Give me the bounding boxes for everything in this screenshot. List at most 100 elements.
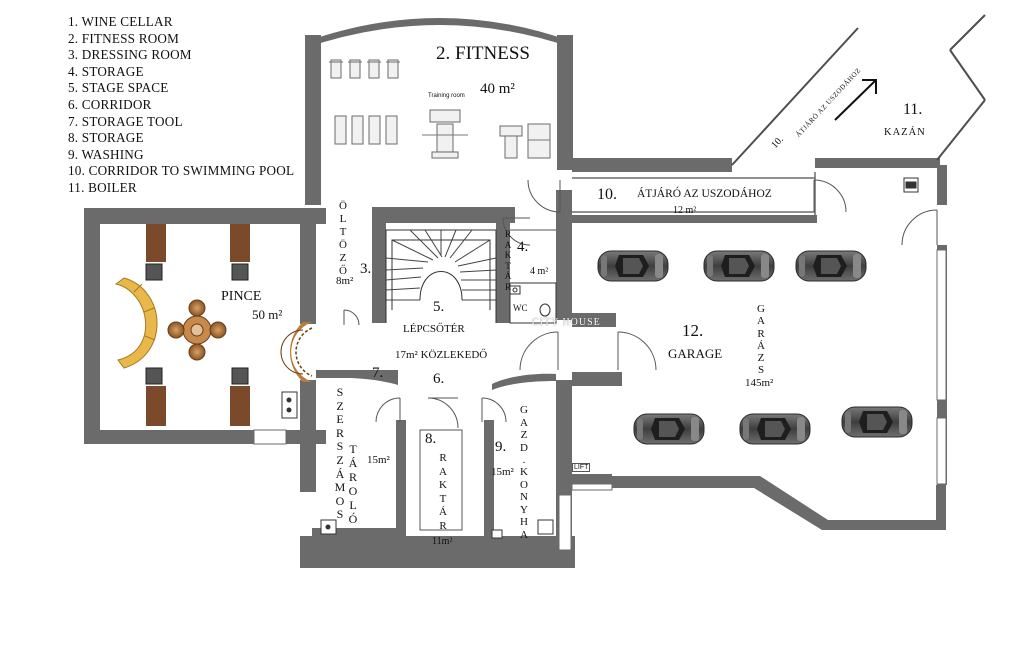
training-room-label: Training room — [428, 93, 465, 99]
label-letter: T — [505, 260, 511, 271]
label-letter: Z — [339, 252, 347, 264]
label-letter: Ö — [339, 200, 347, 212]
raktar-8-frame — [419, 429, 463, 531]
legend-item: 4. STORAGE — [68, 63, 144, 79]
parked-cars — [597, 250, 913, 445]
fitness-area: 40 m² — [480, 81, 515, 97]
appliances — [320, 177, 919, 539]
legend-item: 10. CORRIDOR TO SWIMMING POOL — [68, 163, 295, 179]
label-letter: O — [520, 478, 528, 491]
label-letter: K — [520, 466, 528, 478]
label-letter: K — [504, 250, 512, 260]
label-letter: M — [334, 480, 346, 495]
lepcso-name: LÉPCSŐTÉR — [403, 323, 465, 335]
label-letter: S — [336, 507, 344, 522]
watermark: CITY HOUSE — [532, 317, 601, 328]
label-letter: K — [439, 479, 447, 491]
legend-item: 8. STORAGE — [68, 130, 144, 146]
label-letter: Á — [335, 466, 345, 481]
fitness-equipment — [329, 59, 551, 159]
label-letter: A — [439, 465, 447, 478]
label-letter: E — [336, 412, 344, 427]
car-icon — [597, 250, 669, 282]
legend-item: 5. STAGE SPACE — [68, 80, 169, 96]
car-icon — [739, 413, 811, 445]
label-letter: N — [520, 491, 528, 504]
legend-item: 11. BOILER — [68, 179, 137, 195]
legend-item: 1. WINE CELLAR — [68, 14, 173, 29]
label-letter: Ő — [339, 265, 347, 277]
oltozo-area: 8m² — [336, 275, 354, 287]
label-letter: R — [504, 281, 511, 292]
cellar-arch-door — [280, 322, 313, 382]
walls — [84, 18, 947, 568]
corridor-10-area: 12 m² — [673, 205, 697, 216]
oltozo-number: 3. — [360, 261, 372, 277]
car-icon — [633, 413, 705, 445]
washing-number: 9. — [495, 439, 507, 455]
label-letter: Á — [439, 506, 447, 518]
boiler-number: 11. — [903, 101, 923, 118]
doors — [343, 179, 938, 429]
legend-item: 7. STORAGE TOOL — [68, 113, 183, 129]
garage-area: 145m² — [745, 377, 774, 389]
wine-racks — [146, 224, 250, 426]
label-letter: Y — [520, 503, 528, 516]
label-letter: Z — [520, 429, 528, 441]
barrel-stands — [145, 263, 249, 385]
storage-tool-area: 15m² — [367, 454, 390, 466]
label-letter: Z — [757, 352, 765, 365]
car-icon — [795, 250, 867, 282]
raktar-8-number: 8. — [425, 431, 437, 447]
label-letter: Á — [757, 339, 765, 352]
windows — [253, 249, 947, 551]
direction-arrow — [834, 79, 877, 121]
label-letter: T — [349, 442, 357, 456]
wc-label: WC — [513, 303, 528, 313]
label-letter: A — [504, 239, 512, 250]
corridor-10-name: ÁTJÁRÓ AZ USZODÁHOZ — [637, 188, 772, 200]
label-letter: Ó — [348, 512, 358, 526]
staircase — [385, 229, 497, 323]
label-letter: S — [336, 439, 344, 454]
label-letter: Á — [348, 456, 358, 470]
storage-tool-number: 7. — [372, 365, 384, 381]
car-icon — [703, 250, 775, 282]
label-letter: S — [757, 364, 765, 377]
garage-name: GARAGE — [668, 346, 723, 361]
pince-name: PINCE — [221, 289, 262, 304]
label-letter: Z — [336, 398, 344, 413]
label-letter: A — [757, 315, 765, 328]
raktar-8-area: 11m² — [432, 536, 453, 547]
label-letter: G — [520, 404, 528, 416]
curved-sofa — [114, 277, 158, 369]
label-letter: R — [439, 519, 447, 532]
legend-item: 6. CORRIDOR — [68, 96, 152, 112]
label-letter: S — [336, 385, 344, 399]
label-letter: . — [522, 454, 526, 466]
legend-item: 2. FITNESS ROOM — [68, 30, 180, 46]
table-and-chairs — [167, 299, 227, 361]
lepcso-number: 5. — [433, 299, 445, 315]
label-letter: Ö — [339, 239, 347, 251]
boiler-name: KAZÁN — [884, 127, 926, 138]
kozlekedo-label: 17m² KÖZLEKEDŐ — [395, 349, 488, 361]
label-letter: T — [339, 226, 347, 238]
wine-fridge — [281, 391, 298, 419]
label-letter: R — [504, 229, 511, 239]
legend-item: 3. DRESSING ROOM — [68, 47, 192, 63]
label-letter: O — [335, 493, 345, 508]
label-letter: A — [520, 416, 528, 429]
label-letter: A — [520, 528, 528, 541]
pince-area: 50 m² — [252, 307, 283, 322]
